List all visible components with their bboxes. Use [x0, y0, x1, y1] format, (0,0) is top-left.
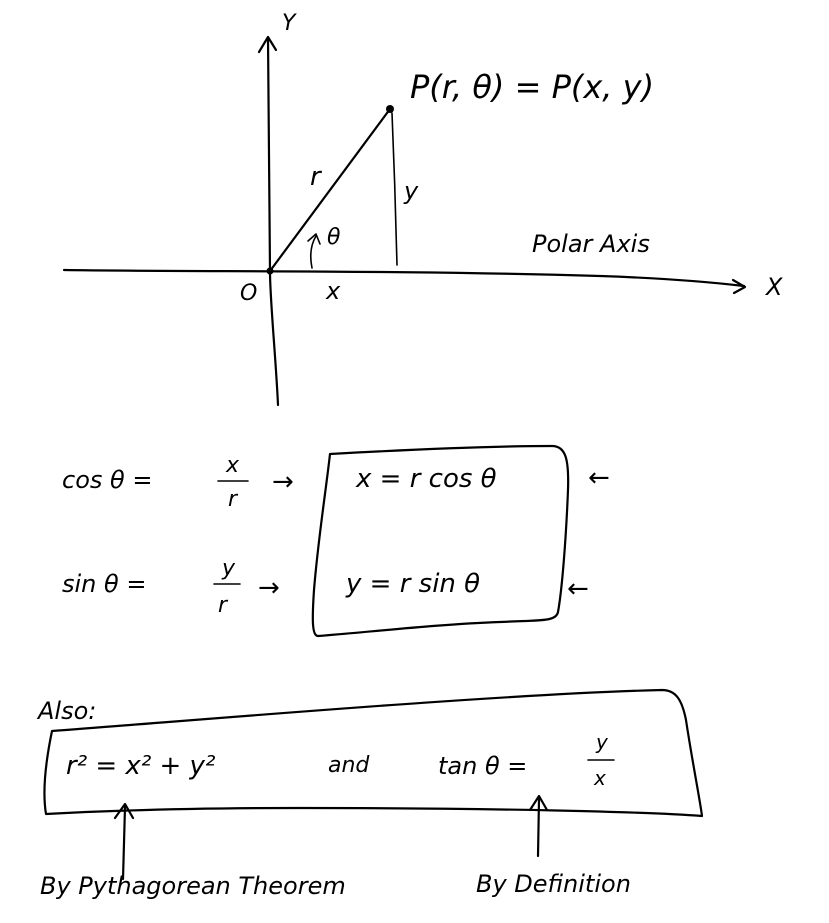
tan-definition: tan θ =: [438, 752, 527, 780]
origin-label: O: [240, 281, 257, 306]
also-section: Also: r² = x² + y² and tan θ = y x By Py…: [36, 688, 704, 900]
cos-arrow: →: [272, 467, 294, 497]
radius-line: [268, 107, 392, 273]
cos-numerator: x: [225, 453, 240, 478]
vertical-label: y: [403, 177, 419, 205]
pythagorean-identity: r² = x² + y²: [66, 751, 215, 781]
point-p: [386, 105, 394, 113]
tan-denominator: x: [593, 766, 606, 790]
vertical-line: [391, 112, 398, 266]
x-axis-label: X: [764, 273, 783, 301]
definition-pointer: [536, 797, 541, 858]
y-axis: [266, 36, 280, 407]
pythagorean-pointer-head: [113, 802, 135, 820]
pythagorean-note: By Pythagorean Theorem: [40, 872, 346, 900]
x-axis-arrowhead: [731, 278, 747, 295]
sin-back-arrow: ←: [567, 574, 589, 604]
y-axis-label: Y: [282, 11, 297, 36]
pythagorean-pointer: [121, 805, 127, 881]
angle-arc: [310, 235, 317, 269]
results-box: [311, 444, 570, 638]
radius-label: r: [310, 162, 323, 192]
sin-definition: sin θ =: [62, 570, 146, 598]
conversion-equations: cos θ = x r → x = r cos θ ← sin θ = y r …: [62, 444, 610, 638]
angle-arrowhead: [307, 233, 321, 245]
sin-arrow: →: [258, 573, 280, 603]
horizontal-label: x: [325, 277, 341, 305]
and-word: and: [328, 753, 370, 778]
sin-denominator: r: [218, 593, 229, 618]
point-label: P(r, θ) = P(x, y): [410, 68, 654, 106]
angle-label: θ: [327, 225, 341, 250]
polar-axis-label: Polar Axis: [532, 230, 650, 258]
cos-result: x = r cos θ: [355, 464, 497, 494]
also-box: [43, 688, 704, 818]
cos-definition: cos θ =: [62, 466, 152, 494]
sin-result: y = r sin θ: [345, 569, 480, 599]
tan-numerator: y: [595, 730, 609, 754]
definition-pointer-head: [528, 794, 549, 812]
definition-note: By Definition: [476, 870, 631, 898]
y-axis-arrowhead: [257, 35, 278, 54]
cos-denominator: r: [228, 487, 239, 512]
also-label: Also:: [36, 697, 96, 725]
coordinate-plane: Y X O: [62, 11, 783, 407]
x-axis: [62, 268, 746, 288]
cos-back-arrow: ←: [588, 463, 610, 493]
polar-triangle: P(r, θ) = P(x, y) r y x θ Polar Axis: [268, 68, 654, 305]
sin-numerator: y: [221, 556, 236, 581]
